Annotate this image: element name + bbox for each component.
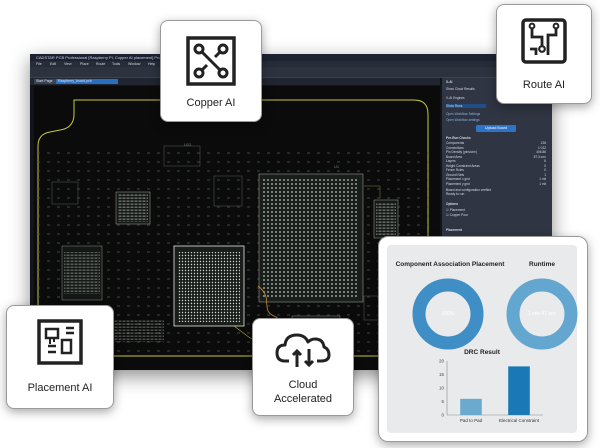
check-value: 57.3 cm² xyxy=(533,154,546,159)
drc-bar xyxy=(508,366,530,415)
toolbar xyxy=(30,67,552,78)
check-value: 6 xyxy=(544,159,546,163)
check-value: 1 mil xyxy=(539,181,546,186)
y-tick-label: 0 xyxy=(441,413,444,418)
menu-file[interactable]: File xyxy=(36,62,42,66)
association-title: Component Association Placement xyxy=(395,261,505,268)
check-label: Placement y grid xyxy=(446,181,470,186)
tab-board[interactable]: Raspberry_board.pcb xyxy=(56,79,118,84)
workflow-settings-link-2[interactable]: Open Workflow settings xyxy=(446,118,480,122)
check-value: 1 mil xyxy=(539,177,546,181)
association-value: 100% xyxy=(441,311,455,317)
menu-tools[interactable]: Tools xyxy=(112,62,121,66)
drc-bar xyxy=(460,398,482,415)
association-ring xyxy=(412,278,484,350)
runtime-ring xyxy=(506,278,578,350)
check-value: 136 xyxy=(540,141,546,145)
pcb-silkscreen-label: U12 xyxy=(184,142,192,147)
category-label: Pad to Pad xyxy=(460,418,483,423)
y-tick-label: 10 xyxy=(439,386,445,391)
options-title: Options xyxy=(446,202,459,206)
cloud-label-line2: Accelerated xyxy=(273,393,333,405)
results-stats-card: Component Association Placement Runtime … xyxy=(378,236,588,442)
copper-ai-label: Copper AI xyxy=(186,97,236,109)
bga-medium xyxy=(173,245,245,327)
check-value: 0 xyxy=(544,168,546,172)
menu-view[interactable]: View xyxy=(64,62,72,66)
panel-section-engines: X-AI Engines xyxy=(446,96,465,100)
window-title: CADSTAR PCB Professional [Raspberry Pi, … xyxy=(36,55,174,60)
runtime-value: 1 min 47 sec xyxy=(527,311,557,317)
drc-title: DRC Result xyxy=(464,349,500,356)
check-value: 406.86 xyxy=(536,150,546,154)
copper-ai-card: Copper AI xyxy=(160,20,262,122)
check-value: 1 022 xyxy=(538,145,546,150)
pre-run-checks-title: Pre-Run Checks xyxy=(446,136,471,140)
ready-text-2: Ready to run xyxy=(446,192,465,196)
menu-edit[interactable]: Edit xyxy=(50,62,57,66)
results-stats-panel: Component Association Placement Runtime … xyxy=(387,245,578,433)
option-copper-pour-label: Copper Pour xyxy=(449,213,468,217)
option-copper-pour[interactable]: ☑ Copper Pour xyxy=(446,213,468,217)
placement-ai-icon xyxy=(37,319,83,365)
route-ai-card: Route AI xyxy=(496,4,592,104)
placement-ai-card: Placement AI xyxy=(6,305,114,409)
menu-place[interactable]: Place xyxy=(80,62,89,66)
check-label: Board Area xyxy=(446,154,462,159)
panel-header: X-AI xyxy=(446,80,453,84)
workflow-settings-link[interactable]: Open Workflow Settings xyxy=(446,112,481,116)
check-label: Placement x grid xyxy=(446,177,470,181)
check-label: Fence Rules xyxy=(446,168,464,172)
title-bar: CADSTAR PCB Professional [Raspberry Pi, … xyxy=(30,54,552,61)
option-placement[interactable]: ☑ Placement xyxy=(446,208,465,212)
copper-ai-icon xyxy=(186,36,236,86)
pcb-silkscreen-label: U1 xyxy=(334,164,340,169)
check-label: Height Constraint Areas xyxy=(446,163,480,168)
placement-ai-label: Placement AI xyxy=(27,382,93,394)
check-value: 0 xyxy=(544,163,546,168)
check-label: Pin Density (pins/cm²) xyxy=(446,150,478,154)
panel-footer: Placement xyxy=(446,228,462,232)
check-label: Layers xyxy=(446,159,456,163)
check-label: Ground Nets xyxy=(446,172,465,177)
tab-start-page[interactable]: Start Page xyxy=(34,79,58,84)
y-tick-label: 5 xyxy=(441,399,444,404)
bga-large xyxy=(258,173,364,303)
menu-bar: File Edit View Place Route Tools Window … xyxy=(30,61,552,67)
runtime-title: Runtime xyxy=(529,261,555,268)
y-tick-label: 15 xyxy=(439,372,445,377)
ready-text: Board and configuration verified xyxy=(446,188,492,192)
upload-board-button[interactable]: Upload Board xyxy=(476,125,516,132)
show-runs-tab[interactable]: Show Runs xyxy=(446,104,486,108)
category-label: Electrical Constraint xyxy=(499,418,540,423)
menu-help[interactable]: Help xyxy=(148,62,156,66)
menu-route[interactable]: Route xyxy=(96,62,106,66)
menu-window[interactable]: Window xyxy=(128,62,141,66)
y-tick-label: 20 xyxy=(439,359,445,364)
route-ai-label: Route AI xyxy=(522,79,566,91)
check-label: Connections xyxy=(446,145,464,150)
panel-subheader[interactable]: Show Cloud Results xyxy=(446,87,475,91)
check-value: 1 xyxy=(544,172,546,177)
cloud-label-line1: Cloud xyxy=(288,379,318,391)
association-ring-arc xyxy=(412,278,484,350)
option-placement-label: Placement xyxy=(449,208,465,212)
check-label: Components xyxy=(446,141,465,145)
route-ai-icon xyxy=(521,18,567,64)
cloud-icon xyxy=(275,333,331,368)
cloud-accelerated-card: Cloud Accelerated xyxy=(252,318,354,416)
